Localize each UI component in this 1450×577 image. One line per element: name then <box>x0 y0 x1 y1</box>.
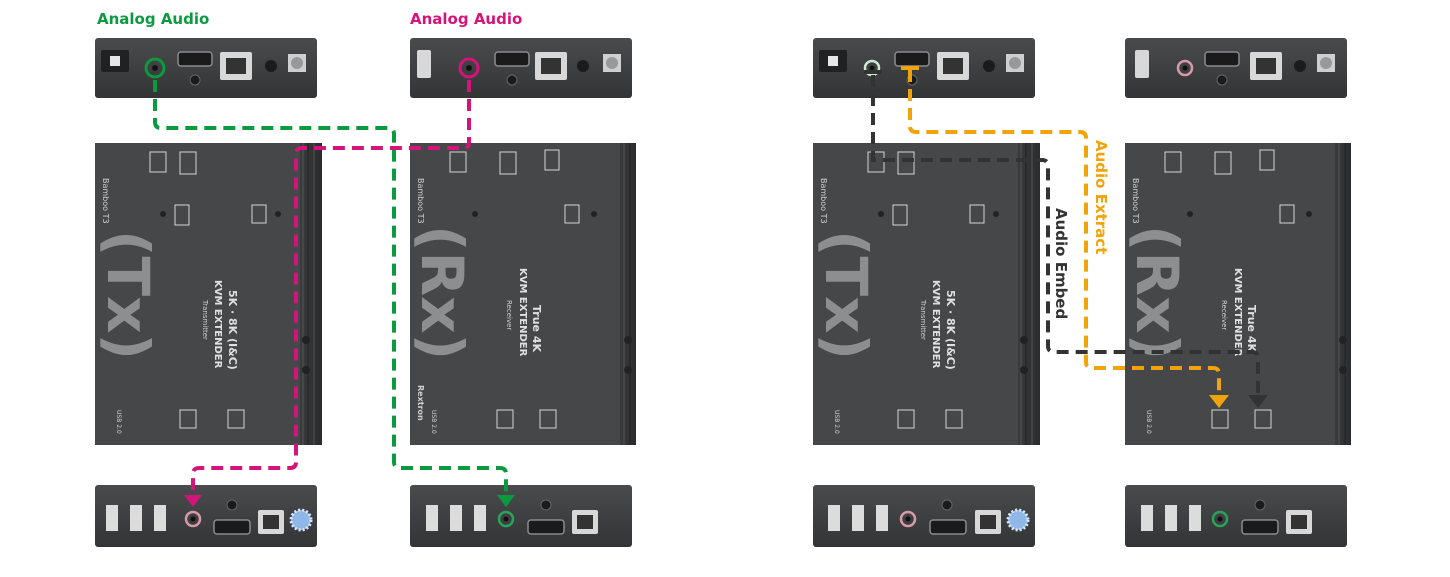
tx-front-panel-bottom-left <box>95 485 317 547</box>
tx-product-line2-right: KVM EXTENDER <box>930 280 941 369</box>
connector-green <box>153 80 508 495</box>
label-analog-audio-right: Analog Audio <box>410 10 522 28</box>
label-audio-embed: Audio Embed <box>1052 208 1070 319</box>
tx-front-panel-bottom-right <box>813 485 1035 547</box>
connector-green-arrowhead <box>497 495 515 507</box>
tx-series-right: Bamboo T3 <box>819 178 828 224</box>
rx-product-line3-left: Receiver <box>505 300 513 330</box>
tx-marker-left: (Tx) <box>94 230 162 360</box>
tx-product-line3-right: Transmitter <box>919 299 927 340</box>
tx-rear-panel-top-right <box>813 38 1035 98</box>
rx-front-panel-bottom-right <box>1125 485 1347 547</box>
rx-product-right: True 4K <box>1245 305 1258 352</box>
rx-audio-jack-icon <box>458 57 480 79</box>
rx-product-left: True 4K <box>530 305 543 352</box>
connector-dark <box>871 75 1260 395</box>
tx-product-line2-left: KVM EXTENDER <box>212 280 223 369</box>
tx-series-left: Bamboo T3 <box>101 178 110 224</box>
tx-dial-icon <box>289 508 313 532</box>
tx-product-left: 5K · 8K (I&C) <box>226 290 239 370</box>
tx-unit-left: (Tx) 5K · 8K (I&C) KVM EXTENDER Transmit… <box>94 143 322 445</box>
connector-magenta <box>191 80 471 495</box>
rx-rear-panel-top-left <box>410 38 632 98</box>
tx-hdmi-icon <box>177 51 213 67</box>
rx-marker-right: (Rx) <box>1123 225 1191 360</box>
connector-orange <box>908 70 1221 395</box>
rx-usb-label-right: USB 2.0 <box>1145 410 1152 434</box>
rx-unit-right: (Rx) True 4K KVM EXTENDER Receiver Bambo… <box>1123 143 1351 445</box>
tx-audio-jack-icon <box>144 57 166 79</box>
tx-audio-out-jack-icon <box>184 510 202 528</box>
rx-usb-label-left: USB 2.0 <box>430 410 437 434</box>
rx-unit-left: (Rx) True 4K KVM EXTENDER Receiver Bambo… <box>408 143 636 445</box>
tx-product-right: 5K · 8K (I&C) <box>944 290 957 370</box>
rx-product-line3-right: Receiver <box>1220 300 1228 330</box>
tx-rear-panel-top-left <box>95 38 317 98</box>
rx-product-line2-right: KVM EXTENDER <box>1232 268 1243 357</box>
connector-dark-arrowhead <box>1248 395 1268 408</box>
rx-brand-left: Rextron <box>416 385 425 421</box>
connector-orange-arrowhead <box>1209 395 1229 408</box>
connector-magenta-arrowhead <box>184 495 202 507</box>
rx-rear-panel-top-right <box>1125 38 1347 98</box>
label-analog-audio-left: Analog Audio <box>97 10 209 28</box>
rx-series-left: Bamboo T3 <box>416 178 425 224</box>
tx-unit-right: (Tx) 5K · 8K (I&C) KVM EXTENDER Transmit… <box>812 143 1040 445</box>
rx-marker-left: (Rx) <box>408 225 476 360</box>
tx-product-line3-left: Transmitter <box>201 299 209 340</box>
tx-usb-label-left: USB 2.0 <box>115 410 122 434</box>
rx-audio-out-jack-icon <box>497 510 515 528</box>
tx-usb-label-right: USB 2.0 <box>833 410 840 434</box>
rx-front-panel-bottom-left <box>410 485 632 547</box>
rx-product-line2-left: KVM EXTENDER <box>517 268 528 357</box>
rx-series-right: Bamboo T3 <box>1131 178 1140 224</box>
tx-marker-right: (Tx) <box>812 230 880 360</box>
label-audio-extract: Audio Extract <box>1092 140 1110 254</box>
